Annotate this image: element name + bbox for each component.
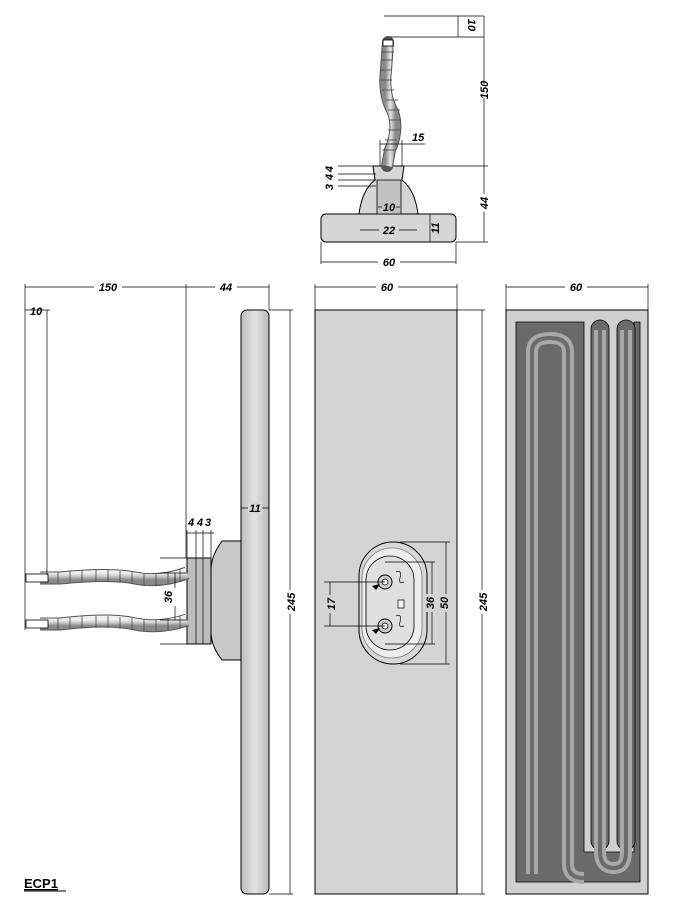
- side-wire-upper: [25, 566, 190, 587]
- side-dim-step-a: 4: [187, 517, 194, 529]
- top-dim-height: 44: [479, 197, 491, 210]
- top-wire-end: [382, 39, 394, 47]
- side-plate: [240, 309, 270, 895]
- top-dim-wire-dia: 15: [412, 132, 425, 144]
- top-dim-wire-length: 150: [479, 80, 491, 99]
- top-wire: [380, 41, 401, 167]
- side-dim-step-c: 3: [205, 517, 211, 529]
- top-dim-step-a: 3: [324, 184, 336, 190]
- side-boss: [210, 540, 242, 661]
- side-flange: [186, 557, 212, 645]
- back-groove-outer: [515, 321, 641, 883]
- front-dim-pitch: 36: [425, 596, 437, 609]
- side-dim-body-depth: 44: [219, 282, 232, 294]
- top-dim-plate: 11: [430, 222, 442, 233]
- side-dim-plate: 11: [249, 503, 260, 515]
- side-dim-step-b: 4: [196, 517, 203, 529]
- top-dim-base: 22: [382, 225, 395, 237]
- top-dim-neck: 10: [383, 202, 396, 214]
- side-wire-lower: [25, 613, 190, 633]
- drawing-title: ECP1: [24, 876, 58, 891]
- top-dim-wire-tip: 10: [465, 19, 477, 32]
- top-view: 10 150 15 3 4 4 10 22 44 11 60: [320, 15, 496, 269]
- front-view: 60 17 36 50 245: [314, 281, 490, 895]
- top-dim-step-b: 4: [324, 174, 336, 181]
- side-dim-wire-tip: 10: [30, 306, 43, 318]
- front-lead-upper: [395, 570, 405, 583]
- back-view: 60: [505, 281, 649, 895]
- side-view: 150 44 10 4 4 3 36 11 245: [24, 281, 298, 895]
- front-dim-length: 245: [478, 592, 490, 612]
- top-dim-width: 60: [383, 257, 396, 269]
- side-dim-length: 245: [286, 592, 298, 612]
- front-lead-lower: [395, 614, 405, 627]
- front-boss-inner: [365, 555, 415, 651]
- front-dim-boss: 50: [439, 596, 451, 609]
- front-dim-width: 60: [381, 282, 394, 294]
- front-dim-pitch-inner: 17: [326, 597, 338, 610]
- side-dim-pitch: 36: [163, 590, 175, 603]
- back-dim-width: 60: [570, 282, 583, 294]
- side-dim-wire-length: 150: [99, 282, 118, 294]
- top-wire-ribs: [380, 51, 401, 151]
- top-dim-step-c: 4: [324, 166, 336, 173]
